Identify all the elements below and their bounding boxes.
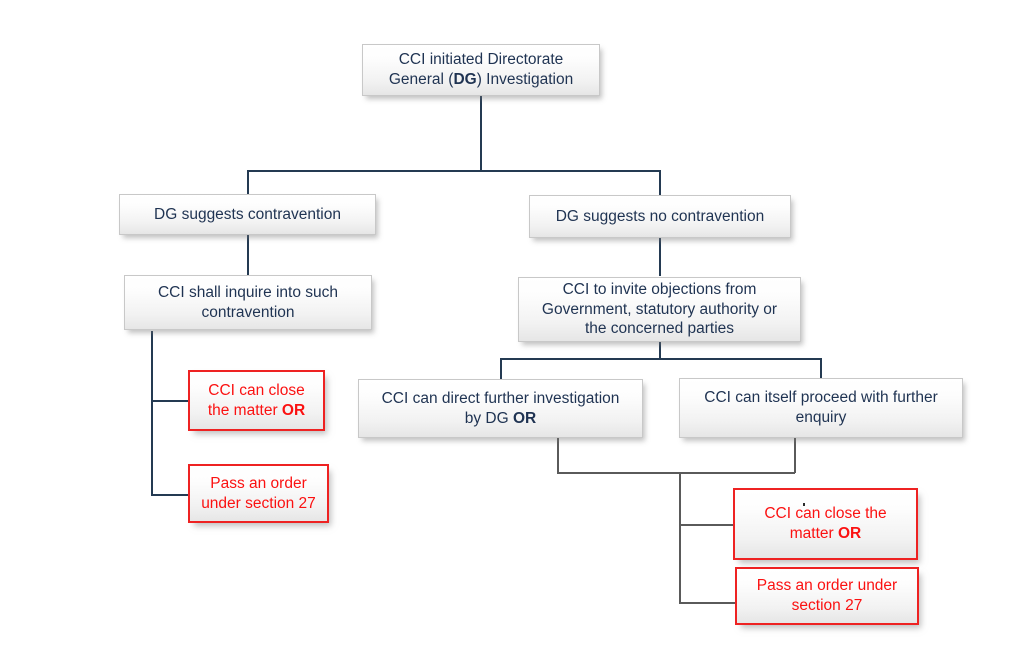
pass-order-section-27-right-node[interactable]: Pass an order under section 27 <box>735 567 919 625</box>
connector-objections-bar <box>500 358 822 360</box>
connector-left-stub-close <box>151 400 190 402</box>
node-label: DG suggests contravention <box>154 205 341 225</box>
connector-left-spine <box>151 331 153 495</box>
connector-to-direct-further <box>500 358 502 380</box>
cci-can-close-matter-left-node[interactable]: CCI can close the matter OR <box>188 370 325 431</box>
node-label-line: matter OR <box>789 525 862 542</box>
node-label-line: CCI to invite objections from <box>562 280 757 298</box>
node-label-line: under section 27 <box>201 494 316 512</box>
node-label: CCI can direct further investigation by D… <box>382 389 620 429</box>
node-label: CCI can itself proceed with further enqui… <box>704 388 937 428</box>
node-label-line: contravention <box>201 303 295 321</box>
dg-suggests-no-contravention-node[interactable]: DG suggests no contravention <box>529 195 791 238</box>
node-label: CCI can close the matter OR <box>208 381 305 421</box>
node-label-line: Pass an order <box>210 474 307 492</box>
node-label-line: Government, statutory authority or <box>541 300 778 318</box>
connector-to-dg-contravention <box>247 170 249 195</box>
connector-merge-bar <box>557 472 795 474</box>
node-label-line: enquiry <box>795 409 847 426</box>
node-label-emphasis: OR <box>281 401 306 419</box>
node-label-line: by DG OR <box>464 409 537 427</box>
node-label-line: CCI initiated Directorate <box>398 51 564 69</box>
connector-to-dg-no-contravention <box>659 170 661 195</box>
stray-speck-artifact <box>803 503 805 506</box>
node-label-line: CCI shall inquire into such <box>157 283 339 301</box>
node-label-emphasis: OR <box>512 409 537 427</box>
cci-can-direct-further-investigation-node[interactable]: CCI can direct further investigation by D… <box>358 379 643 438</box>
connector-left-stub-order <box>151 494 190 496</box>
connector-contravention-to-inquire <box>247 234 249 276</box>
connector-nocontra-to-objections <box>659 238 661 276</box>
node-label-line: General (DG) Investigation <box>388 71 574 88</box>
node-label-line: CCI can itself proceed with further <box>704 389 938 407</box>
node-label-line: CCI can close <box>208 381 305 399</box>
node-label: Pass an order under section 27 <box>201 474 316 514</box>
node-label: Pass an order under section 27 <box>757 576 897 616</box>
pass-order-section-27-left-node[interactable]: Pass an order under section 27 <box>188 464 329 523</box>
node-label-line: the concerned parties <box>584 320 735 338</box>
node-label-emphasis: OR <box>837 525 862 542</box>
node-label-line: Pass an order under <box>756 577 898 595</box>
cci-can-close-matter-right-node[interactable]: CCI can close the matter OR <box>733 488 918 560</box>
node-label-line: DG suggests no contravention <box>555 207 765 225</box>
node-label-line: section 27 <box>791 597 863 614</box>
node-label: DG suggests no contravention <box>556 207 765 227</box>
connector-objections-stem <box>659 341 661 359</box>
node-label-emphasis: DG <box>453 71 477 88</box>
connector-right-stub-order <box>679 602 735 604</box>
connector-root-bar <box>247 170 661 172</box>
connector-itself-proceed-down <box>794 438 796 473</box>
cci-shall-inquire-node[interactable]: CCI shall inquire into such contravention <box>124 275 372 330</box>
node-label-line: CCI can direct further investigation <box>381 389 620 407</box>
connector-root-stem <box>480 96 482 171</box>
node-label: CCI can close the matter OR <box>764 504 886 544</box>
dg-suggests-contravention-node[interactable]: DG suggests contravention <box>119 194 376 235</box>
connector-to-itself-proceed <box>820 358 822 380</box>
cci-can-itself-proceed-node[interactable]: CCI can itself proceed with further enqui… <box>679 378 963 438</box>
node-label-line: the matter OR <box>207 401 306 419</box>
connector-direct-further-down <box>557 438 559 473</box>
connector-right-spine <box>679 472 681 603</box>
node-label-line: DG suggests contravention <box>154 205 341 223</box>
node-label-line: CCI can close the <box>764 505 887 523</box>
connector-right-stub-close <box>679 524 735 526</box>
node-label: CCI shall inquire into such contravention <box>158 283 338 323</box>
